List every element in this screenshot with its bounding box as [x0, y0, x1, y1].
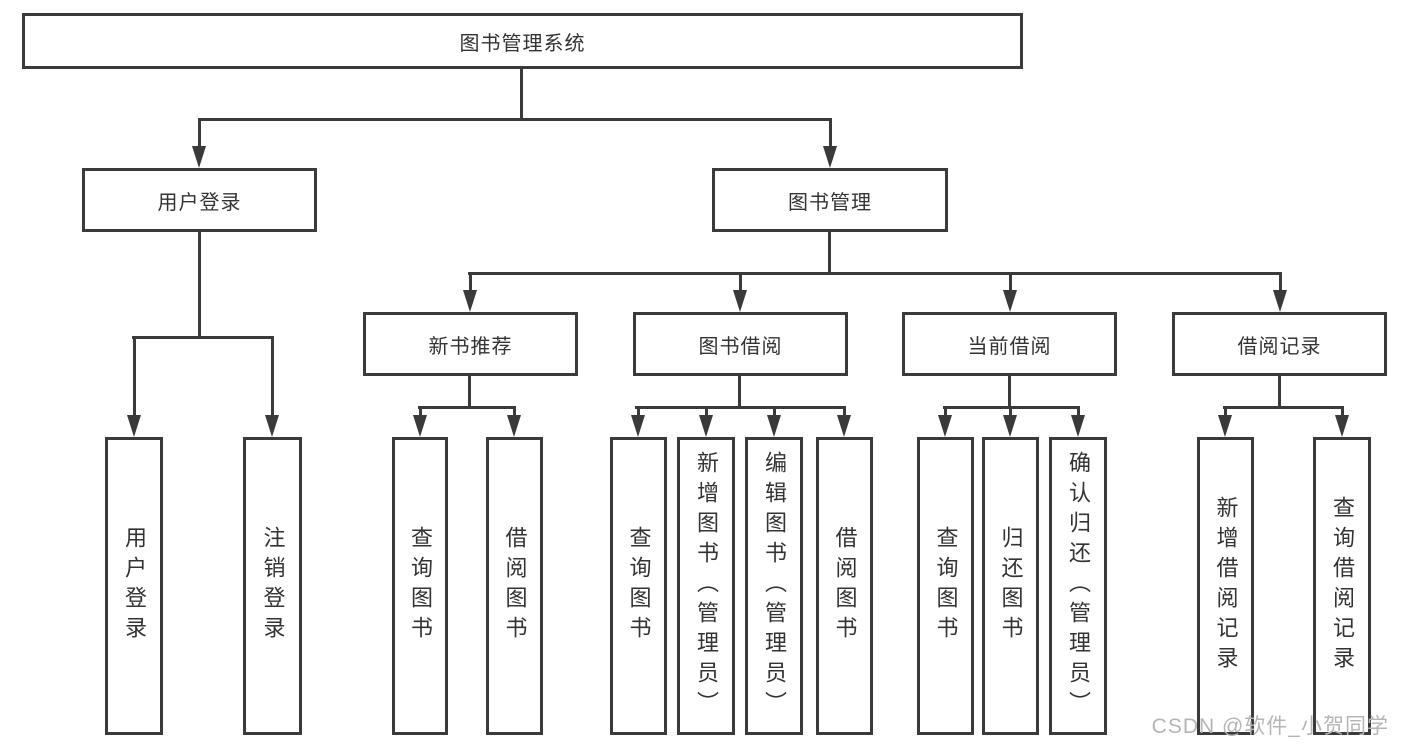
leaf-bb-query-books: 查询图书: [610, 437, 667, 735]
arrow-down: [767, 406, 781, 437]
arrow-stem: [270, 336, 274, 419]
arrow-head: [1218, 415, 1232, 437]
leaf-cb-confirm-return-admin: 确认归还（管理员）: [1049, 437, 1107, 735]
arrow-down: [413, 406, 427, 437]
leaf-bb-add-books-admin: 新增图书（管理员）: [677, 437, 735, 735]
arrow-stem: [1008, 406, 1012, 419]
watermark: CSDN @软件_小贺同学: [1151, 715, 1389, 738]
arrow-stem: [1278, 272, 1282, 294]
arrow-stem: [704, 406, 708, 419]
connector-line: [468, 272, 1281, 275]
leaf-br-add-record: 新增借阅记录: [1197, 437, 1254, 735]
leaf-bb-edit-books-admin: 编辑图书（管理员）: [745, 437, 803, 735]
arrow-stem: [1008, 272, 1012, 294]
leaf-cb-return-books: 归还图书: [982, 437, 1039, 735]
arrow-stem: [636, 406, 640, 419]
arrow-stem: [738, 272, 742, 294]
leaf-br-query-record: 查询借阅记录: [1313, 437, 1371, 735]
arrow-down: [507, 406, 521, 437]
arrow-down: [463, 272, 477, 312]
node-borrow-records: 借阅记录: [1172, 312, 1387, 376]
arrow-head: [192, 146, 206, 168]
leaf-logout: 注销登录: [243, 437, 302, 735]
arrow-stem: [828, 118, 832, 150]
arrow-head: [631, 415, 645, 437]
arrow-head: [265, 415, 279, 437]
connector-line: [635, 406, 846, 409]
arrow-down: [265, 336, 279, 437]
leaf-cb-query-books: 查询图书: [917, 437, 974, 735]
arrow-head: [1335, 415, 1349, 437]
arrow-down: [1071, 406, 1085, 437]
arrow-down: [938, 406, 952, 437]
connector-line: [520, 69, 523, 121]
arrow-down: [1273, 272, 1287, 312]
arrow-down: [1335, 406, 1349, 437]
arrow-head: [938, 415, 952, 437]
node-book-borrow: 图书借阅: [633, 312, 848, 376]
arrow-stem: [772, 406, 776, 419]
node-library-system: 图书管理系统: [22, 13, 1023, 69]
connector-line: [132, 336, 273, 339]
leaf-bb-borrow-books: 借阅图书: [816, 437, 873, 735]
arrow-down: [631, 406, 645, 437]
arrow-stem: [418, 406, 422, 419]
connector-line: [198, 232, 201, 339]
connector-line: [1278, 376, 1281, 409]
arrow-stem: [1223, 406, 1227, 419]
node-current-borrow: 当前借阅: [902, 312, 1117, 376]
connector-line: [418, 406, 516, 409]
connector-line: [828, 232, 831, 275]
leaf-nbr-borrow-books: 借阅图书: [486, 437, 543, 735]
arrow-down: [823, 118, 837, 168]
arrow-head: [507, 415, 521, 437]
arrow-down: [1218, 406, 1232, 437]
arrow-head: [127, 415, 141, 437]
connector-line: [468, 376, 471, 409]
arrow-down: [733, 272, 747, 312]
arrow-stem: [132, 336, 136, 419]
connector-line: [943, 406, 1080, 409]
arrow-stem: [1076, 406, 1080, 419]
arrow-stem: [197, 118, 201, 150]
arrow-down: [1003, 406, 1017, 437]
arrow-down: [127, 336, 141, 437]
node-new-book-recommend: 新书推荐: [363, 312, 578, 376]
arrow-head: [837, 415, 851, 437]
arrow-head: [413, 415, 427, 437]
arrow-head: [463, 290, 477, 312]
arrow-stem: [943, 406, 947, 419]
leaf-nbr-query-books: 查询图书: [392, 437, 448, 735]
connector-line: [198, 118, 831, 121]
arrow-head: [767, 415, 781, 437]
arrow-head: [733, 290, 747, 312]
connector-line: [738, 376, 741, 409]
arrow-down: [837, 406, 851, 437]
arrow-down: [699, 406, 713, 437]
arrow-head: [699, 415, 713, 437]
arrow-head: [1003, 415, 1017, 437]
arrow-down: [1003, 272, 1017, 312]
arrow-stem: [1340, 406, 1344, 419]
leaf-user-login: 用户登录: [105, 437, 163, 735]
arrow-stem: [468, 272, 472, 294]
arrow-head: [1003, 290, 1017, 312]
arrow-down: [192, 118, 206, 168]
node-user-login: 用户登录: [82, 168, 317, 232]
arrow-head: [1273, 290, 1287, 312]
connector-line: [1223, 406, 1344, 409]
node-book-management: 图书管理: [712, 168, 948, 232]
arrow-stem: [512, 406, 516, 419]
arrow-head: [823, 146, 837, 168]
arrow-head: [1071, 415, 1085, 437]
connector-line: [1008, 376, 1011, 409]
arrow-stem: [842, 406, 846, 419]
